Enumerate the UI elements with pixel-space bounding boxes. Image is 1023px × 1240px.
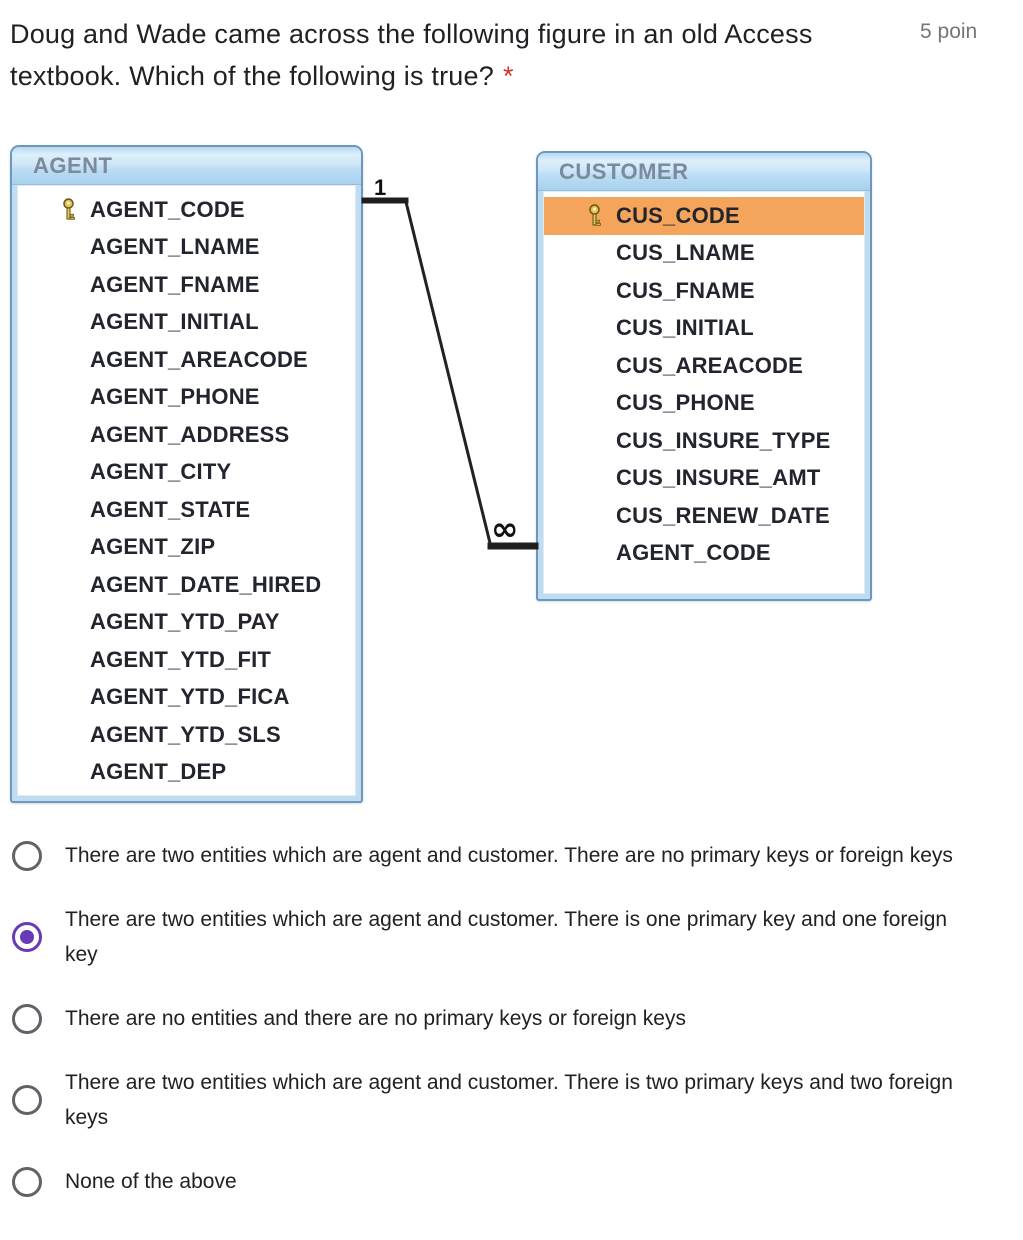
field-name: AGENT_CODE: [90, 196, 245, 222]
field-row: CUS_PHONE: [544, 385, 864, 423]
radio-button-selected[interactable]: [12, 922, 42, 952]
field-row: CUS_INITIAL: [544, 310, 864, 348]
option-label: There are two entities which are agent a…: [65, 1071, 953, 1129]
field-name: AGENT_YTD_PAY: [90, 609, 280, 635]
field-row: CUS_INSURE_TYPE: [544, 422, 864, 460]
cardinality-many-label: ∞: [491, 509, 519, 548]
radio-button[interactable]: [12, 840, 42, 871]
option-label: None of the above: [65, 1170, 237, 1193]
radio-button[interactable]: [12, 1166, 42, 1197]
question-text: Doug and Wade came across the following …: [10, 13, 872, 97]
field-row: CUS_INSURE_AMT: [544, 460, 864, 498]
radio-button[interactable]: [12, 1003, 42, 1034]
field-row: AGENT_CODE: [18, 191, 355, 229]
customer-field-list: CUS_CODE CUS_LNAME CUS_FNAME CUS_INITIAL CUS…: [543, 191, 865, 594]
field-row: AGENT_YTD_SLS: [18, 716, 355, 754]
agent-field-list: AGENT_CODE AGENT_LNAME AGENT_FNAME AGENT_IN…: [17, 185, 356, 796]
field-name: AGENT_AREACODE: [90, 346, 308, 372]
field-name: AGENT_ADDRESS: [90, 421, 290, 447]
field-row: AGENT_YTD_FIT: [18, 641, 355, 679]
field-name: AGENT_DATE_HIRED: [90, 571, 322, 597]
field-row: CUS_AREACODE: [544, 347, 864, 385]
field-name: AGENT_ZIP: [90, 534, 216, 560]
field-name: CUS_PHONE: [616, 390, 755, 416]
option-label: There are two entities which are agent a…: [65, 844, 953, 867]
field-row: AGENT_AREACODE: [18, 341, 355, 379]
field-name: CUS_CODE: [616, 202, 740, 228]
field-name: CUS_RENEW_DATE: [616, 502, 830, 528]
field-row: AGENT_DEP: [18, 754, 355, 792]
radio-option[interactable]: There are no entities and there are no p…: [12, 1001, 1002, 1036]
customer-table-title: CUSTOMER: [538, 153, 870, 191]
field-row: AGENT_STATE: [18, 491, 355, 529]
field-name: CUS_LNAME: [616, 240, 755, 266]
field-name: AGENT_INITIAL: [90, 309, 259, 335]
required-asterisk: *: [502, 61, 514, 91]
connector-segment: [361, 197, 409, 204]
field-name: AGENT_DEP: [90, 759, 227, 785]
field-row: AGENT_CODE: [544, 535, 864, 573]
radio-option[interactable]: There are two entities which are agent a…: [12, 838, 1002, 873]
radio-option[interactable]: None of the above: [12, 1164, 1002, 1199]
field-row: AGENT_LNAME: [18, 229, 355, 267]
field-name: AGENT_PHONE: [90, 384, 260, 410]
field-name: AGENT_YTD_FICA: [90, 684, 290, 710]
answer-options: There are two entities which are agent a…: [12, 838, 1002, 1199]
field-name: AGENT_STATE: [90, 496, 251, 522]
field-row: AGENT_YTD_FICA: [18, 679, 355, 717]
field-name: AGENT_YTD_FIT: [90, 646, 272, 672]
field-row: AGENT_DATE_HIRED: [18, 566, 355, 604]
field-row: AGENT_PHONE: [18, 379, 355, 417]
connector-segment: [487, 542, 539, 550]
connector-line: [404, 201, 492, 544]
field-name: AGENT_FNAME: [90, 271, 260, 297]
field-row: AGENT_INITIAL: [18, 304, 355, 342]
primary-key-icon: [18, 198, 90, 221]
primary-key-icon: [544, 204, 616, 227]
field-name: AGENT_YTD_SLS: [90, 721, 281, 747]
field-row: CUS_RENEW_DATE: [544, 497, 864, 535]
agent-table-title: AGENT: [12, 147, 361, 185]
field-name: AGENT_CITY: [90, 459, 232, 485]
field-row: AGENT_ZIP: [18, 529, 355, 567]
radio-option[interactable]: There are two entities which are agent a…: [12, 1065, 1002, 1135]
field-name: CUS_INITIAL: [616, 315, 754, 341]
field-row: CUS_LNAME: [544, 235, 864, 273]
field-name: AGENT_LNAME: [90, 234, 260, 260]
option-label: There are two entities which are agent a…: [65, 908, 948, 966]
points-label: 5 poin: [920, 20, 978, 43]
field-name: AGENT_CODE: [616, 540, 771, 566]
field-name: CUS_AREACODE: [616, 352, 803, 378]
cardinality-one-label: 1: [374, 175, 386, 200]
field-row: AGENT_CITY: [18, 454, 355, 492]
radio-option[interactable]: There are two entities which are agent a…: [12, 902, 1002, 972]
field-name: CUS_FNAME: [616, 277, 755, 303]
field-row: AGENT_YTD_PAY: [18, 604, 355, 642]
radio-button[interactable]: [12, 1085, 42, 1115]
question-text-body: Doug and Wade came across the following …: [10, 19, 813, 91]
field-name: CUS_INSURE_AMT: [616, 465, 821, 491]
field-row: CUS_CODE: [544, 197, 864, 235]
field-row: AGENT_FNAME: [18, 266, 355, 304]
field-name: CUS_INSURE_TYPE: [616, 427, 831, 453]
customer-table: CUSTOMER CUS_CODE CUS_LNAME CUS_FNAME CUS_I…: [536, 151, 872, 601]
field-row: CUS_FNAME: [544, 272, 864, 310]
option-label: There are no entities and there are no p…: [65, 1007, 686, 1030]
field-row: AGENT_ADDRESS: [18, 416, 355, 454]
